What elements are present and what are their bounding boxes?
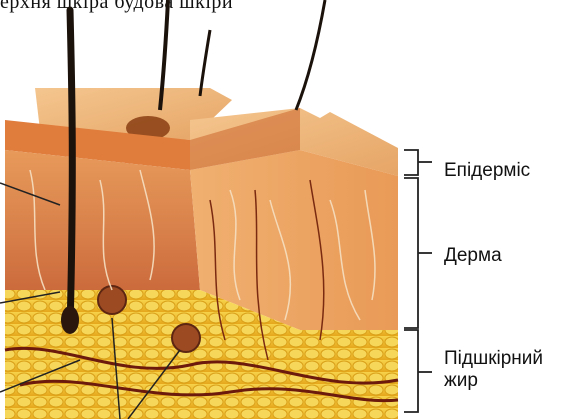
- label-subcutaneous-fat: Підшкірний жир: [444, 348, 559, 392]
- hair-follicle-bulb: [61, 306, 79, 334]
- hair-shaft-3: [296, 0, 325, 110]
- label-epidermis: Епідерміс: [444, 160, 530, 182]
- hair-shaft-4: [200, 30, 210, 96]
- label-dermis: Дерма: [444, 245, 502, 267]
- layer-bracket: [404, 150, 432, 412]
- sweat-gland-2: [172, 324, 200, 352]
- hair-shaft-1: [70, 10, 72, 330]
- sweat-gland-1: [98, 286, 126, 314]
